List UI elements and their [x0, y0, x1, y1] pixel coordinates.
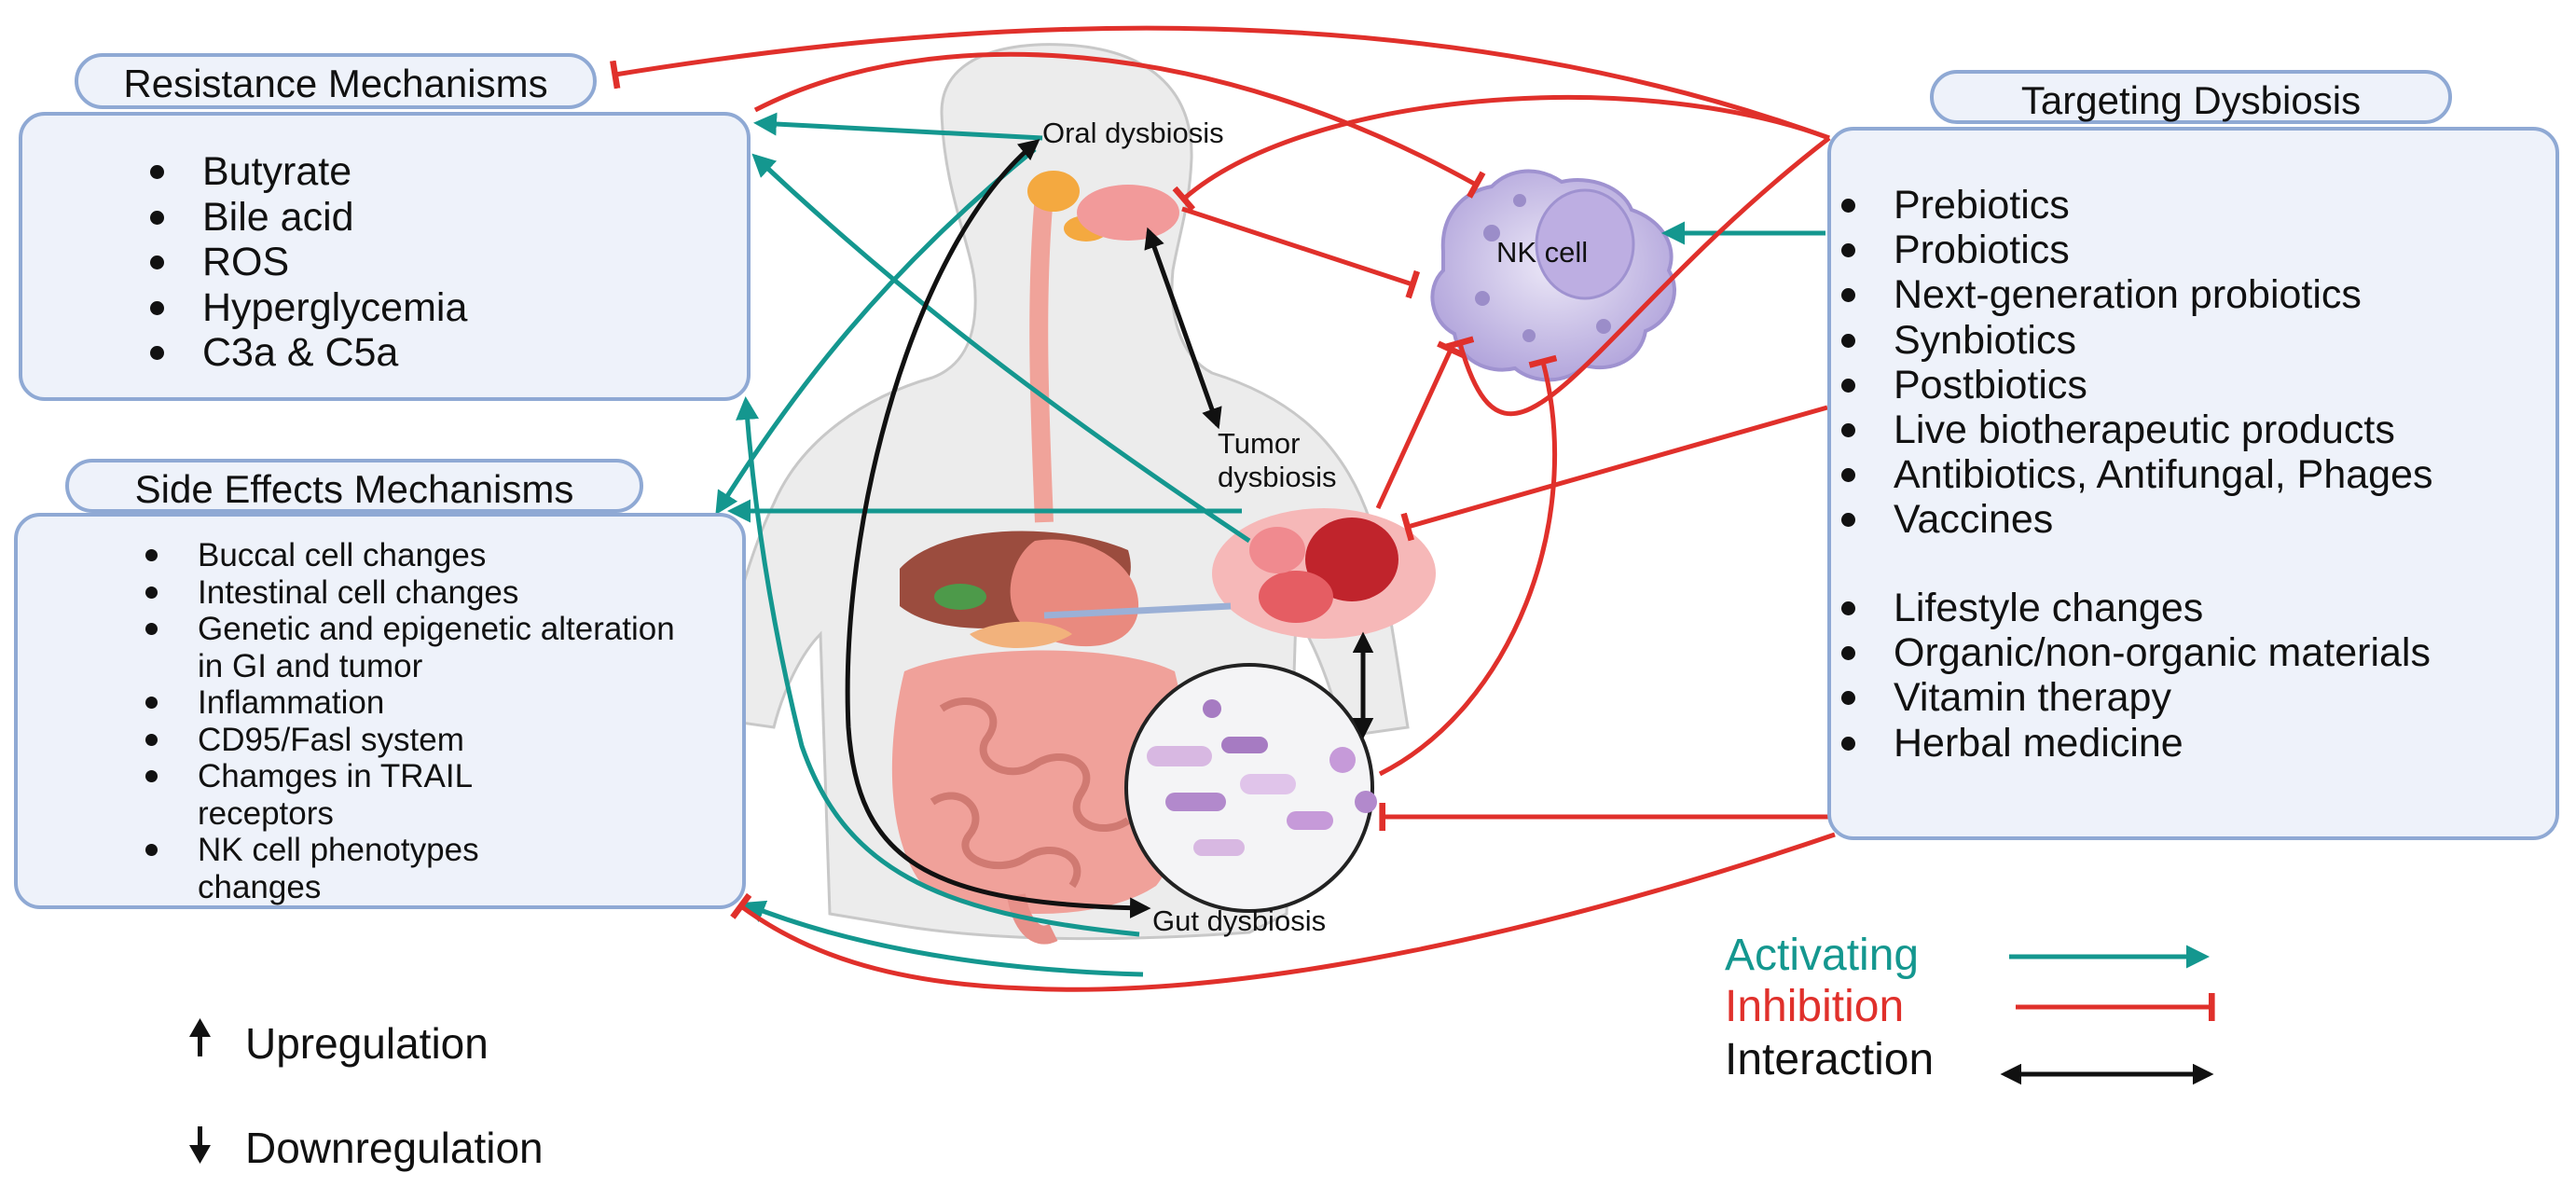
targeting-title: Targeting Dysbiosis [2020, 78, 2362, 122]
resistance-item: C3a & C5a [148, 330, 467, 376]
side-effects-item: Buccal cell changes [144, 537, 722, 574]
resistance-panel: Butyrate Bile acid ROS Hyperglycemia C3a… [19, 112, 751, 401]
activating-arrows [715, 112, 1825, 977]
side-effects-item: Genetic and epigenetic alteration in GI … [144, 611, 701, 684]
targeting-item: Prebiotics [1839, 183, 2432, 228]
side-effects-item: CD95/Fasl system [144, 722, 722, 759]
side-effects-title-pill: Side Effects Mechanisms [65, 459, 643, 513]
targeting-item: Probiotics [1839, 228, 2432, 272]
resistance-item: Bile acid [148, 195, 467, 241]
gut-dysbiosis-label: Gut dysbiosis [1152, 904, 1327, 937]
targeting-item: Postbiotics [1839, 363, 2432, 407]
side-effects-item: Intestinal cell changes [144, 574, 722, 612]
resistance-item: ROS [148, 240, 467, 285]
side-effects-item-text: Genetic and epigenetic alteration in GI … [198, 611, 675, 684]
tumor-label-line2: dysbiosis [1218, 460, 1337, 493]
downregulation-key-arrow [198, 1126, 202, 1151]
resistance-list: Butyrate Bile acid ROS Hyperglycemia C3a… [148, 149, 467, 376]
targeting-title-pill: Targeting Dysbiosis [1930, 70, 2452, 124]
targeting-item: Organic/non-organic materials [1839, 630, 2431, 675]
legend-graphics [2000, 945, 2215, 1085]
targeting-item: Live biotherapeutic products [1839, 407, 2432, 452]
inhibition-lines [610, 25, 1836, 992]
side-effects-item: Inflammation [144, 684, 722, 722]
side-effects-item: NK cell phenotypes changes [144, 832, 589, 905]
resistance-title: Resistance Mechanisms [123, 62, 548, 105]
side-effects-item-text: Chamges in TRAIL receptors [198, 758, 472, 832]
resistance-title-pill: Resistance Mechanisms [75, 53, 597, 109]
upregulation-key-arrow [198, 1032, 202, 1056]
legend-inhibition: Inhibition [1725, 982, 1905, 1031]
targeting-list-2: Lifestyle changes Organic/non-organic ma… [1839, 586, 2431, 766]
side-effects-title: Side Effects Mechanisms [134, 467, 574, 511]
side-effects-item: Chamges in TRAIL receptors [144, 758, 571, 832]
targeting-list-1: Prebiotics Probiotics Next-generation pr… [1839, 183, 2432, 543]
side-effects-list: Buccal cell changes Intestinal cell chan… [144, 537, 722, 905]
tumor-dysbiosis-label: Tumor dysbiosis [1218, 427, 1337, 493]
interaction-arrows [845, 139, 1374, 918]
targeting-item: Antibiotics, Antifungal, Phages [1839, 452, 2432, 497]
downregulation-label: Downregulation [245, 1124, 544, 1172]
gut-microbiota-illustration [1124, 663, 1377, 913]
targeting-item: Lifestyle changes [1839, 586, 2431, 630]
tumor-label-line1: Tumor [1218, 427, 1301, 460]
upregulation-label: Upregulation [245, 1019, 489, 1068]
nk-cell-label: NK cell [1496, 236, 1589, 269]
side-effects-panel: Buccal cell changes Intestinal cell chan… [14, 513, 746, 909]
targeting-item: Synbiotics [1839, 318, 2432, 363]
side-effects-item-text: NK cell phenotypes changes [198, 832, 479, 905]
targeting-item: Vaccines [1839, 497, 2432, 542]
targeting-item: Vitamin therapy [1839, 675, 2431, 720]
targeting-item: Next-generation probiotics [1839, 272, 2432, 317]
legend-activating: Activating [1725, 931, 1920, 980]
nk-cell-illustration [1430, 169, 1676, 382]
legend-interaction: Interaction [1725, 1035, 1935, 1084]
targeting-item: Herbal medicine [1839, 721, 2431, 766]
oral-dysbiosis-label: Oral dysbiosis [1042, 117, 1224, 149]
targeting-panel: Prebiotics Probiotics Next-generation pr… [1827, 127, 2559, 840]
resistance-item: Hyperglycemia [148, 285, 467, 331]
resistance-item: Butyrate [148, 149, 467, 195]
